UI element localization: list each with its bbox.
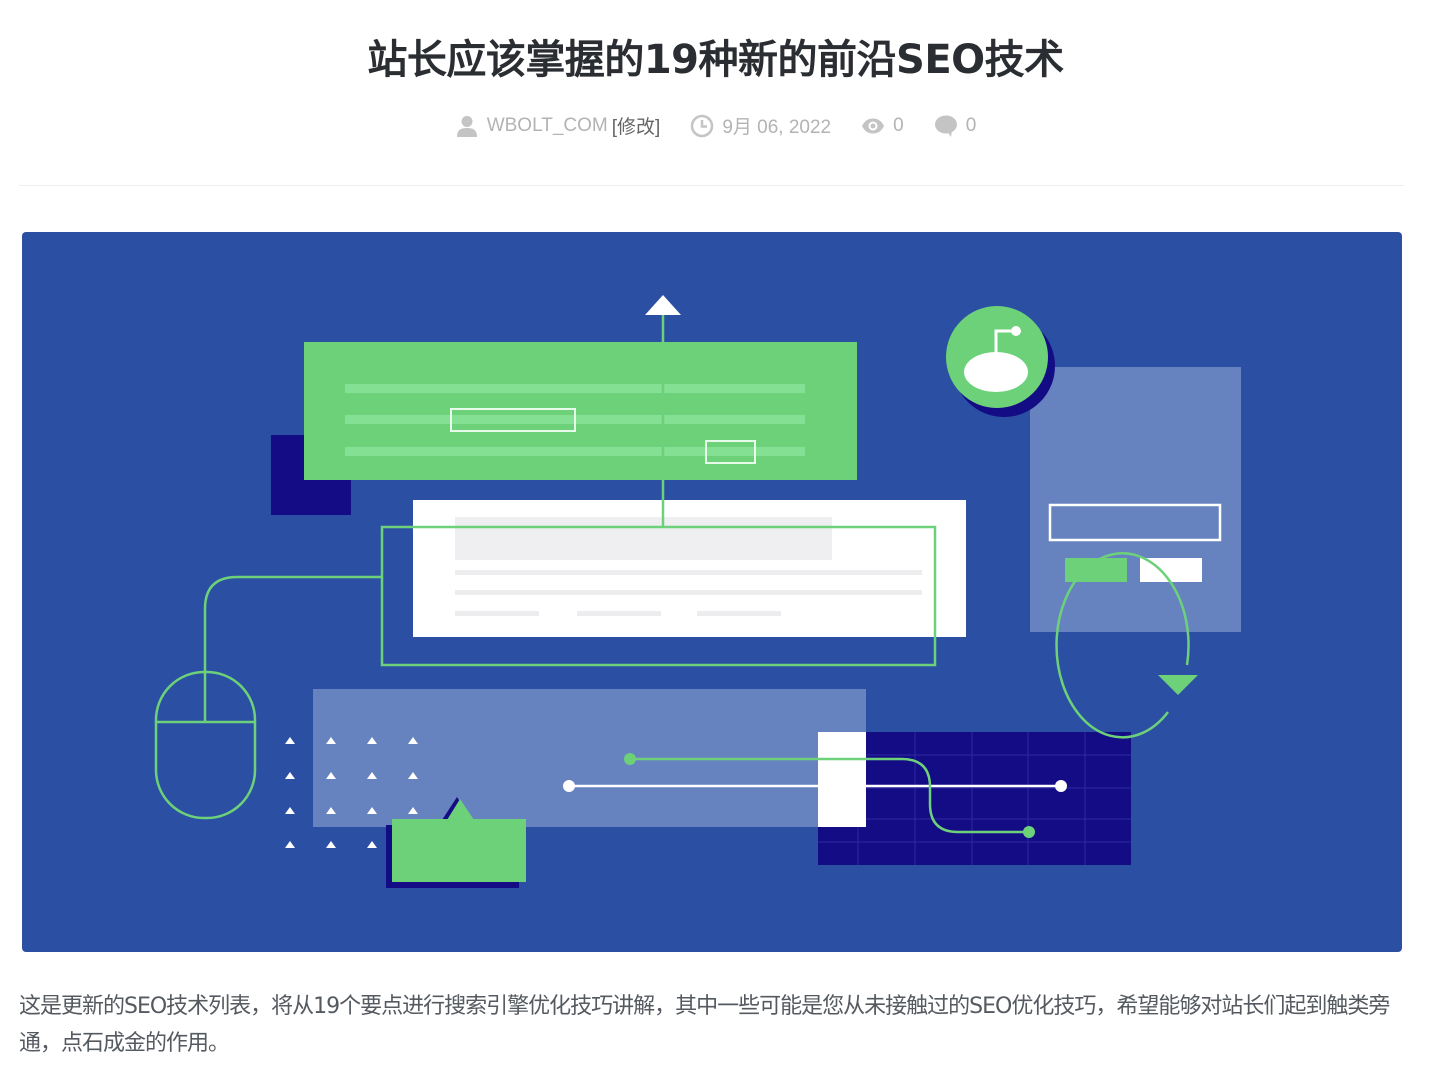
author-link[interactable]: WBOLT_COM	[486, 114, 608, 136]
edit-link[interactable]: [修改]	[611, 117, 661, 138]
views-count: 0	[893, 114, 904, 136]
hero-image	[22, 232, 1402, 952]
post-meta: WBOLT_COM [修改] 9月 06, 2022 0 0	[0, 112, 1431, 139]
meta-views: 0	[861, 114, 904, 138]
comments-count[interactable]: 0	[965, 114, 977, 136]
meta-author: WBOLT_COM [修改]	[455, 112, 661, 139]
seo-illustration	[154, 295, 1241, 888]
comment-bubble-icon	[934, 115, 957, 137]
user-icon	[456, 115, 477, 137]
intro-paragraph: 这是更新的SEO技术列表，将从19个要点进行搜索引擎优化技巧讲解，其中一些可能是…	[19, 994, 1390, 1056]
post-title: 站长应该掌握的19种新的前沿SEO技术	[367, 37, 1064, 83]
eye-icon	[862, 118, 885, 133]
meta-date: 9月 06, 2022	[690, 112, 831, 139]
meta-comments: 0	[934, 114, 977, 138]
post-date: 9月 06, 2022	[722, 117, 832, 138]
title-divider	[19, 185, 1404, 186]
clock-icon	[691, 114, 714, 137]
